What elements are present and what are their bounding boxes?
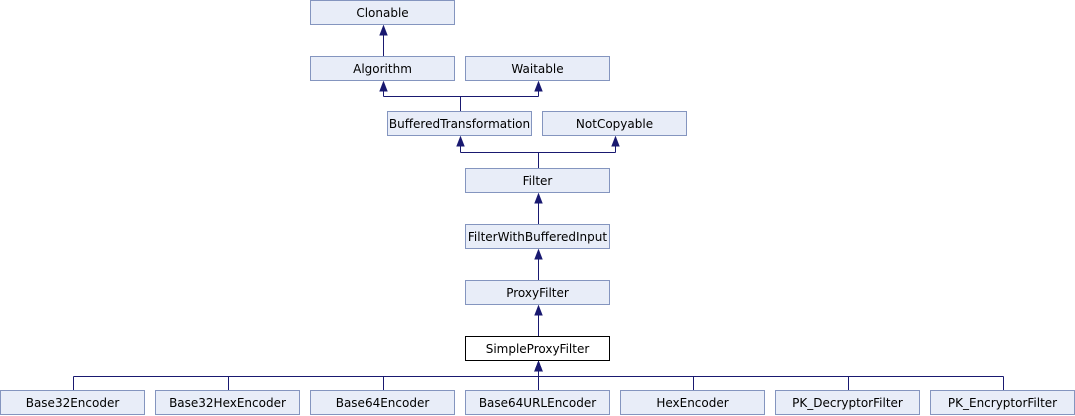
- node-clonable[interactable]: Clonable: [310, 0, 455, 25]
- node-simple-proxy-filter: SimpleProxyFilter: [465, 336, 610, 361]
- node-base64-encoder[interactable]: Base64Encoder: [310, 390, 455, 415]
- edge-buffered_transformation-to-algorithm-arrowhead: [379, 80, 388, 92]
- node-base64-url-encoder[interactable]: Base64URLEncoder: [465, 390, 610, 415]
- node-pk-encryptor-filter[interactable]: PK_EncryptorFilter: [930, 390, 1075, 415]
- node-algorithm[interactable]: Algorithm: [310, 56, 455, 81]
- node-pk-decryptor-filter[interactable]: PK_DecryptorFilter: [775, 390, 920, 415]
- node-base32-hex-encoder[interactable]: Base32HexEncoder: [155, 390, 300, 415]
- edge-buffered_transformation-to-waitable-arrowhead: [534, 80, 543, 92]
- edge-filter-to-buffered_transformation-arrowhead: [456, 135, 465, 147]
- node-base32-encoder[interactable]: Base32Encoder: [0, 390, 145, 415]
- edge-simple_proxy_filter-to-proxy_filter-arrowhead: [534, 304, 543, 316]
- node-hex-encoder[interactable]: HexEncoder: [620, 390, 765, 415]
- edge-algorithm-to-clonable-arrowhead: [379, 24, 388, 36]
- node-proxy-filter[interactable]: ProxyFilter: [465, 280, 610, 305]
- edge-proxy_filter-to-filter_with_buffered_input-arrowhead: [534, 248, 543, 260]
- node-waitable[interactable]: Waitable: [465, 56, 610, 81]
- node-filter[interactable]: Filter: [465, 168, 610, 193]
- node-not-copyable[interactable]: NotCopyable: [542, 111, 687, 136]
- edge-filter_with_buffered_input-to-filter-arrowhead: [534, 192, 543, 204]
- edge-filter-to-not_copyable-arrowhead: [611, 135, 620, 147]
- node-filter-with-buffered-input[interactable]: FilterWithBufferedInput: [465, 224, 610, 249]
- edge-pk_encryptor_filter-to-simple_proxy_filter-arrowhead: [534, 360, 543, 372]
- node-buffered-transformation[interactable]: BufferedTransformation: [387, 111, 532, 136]
